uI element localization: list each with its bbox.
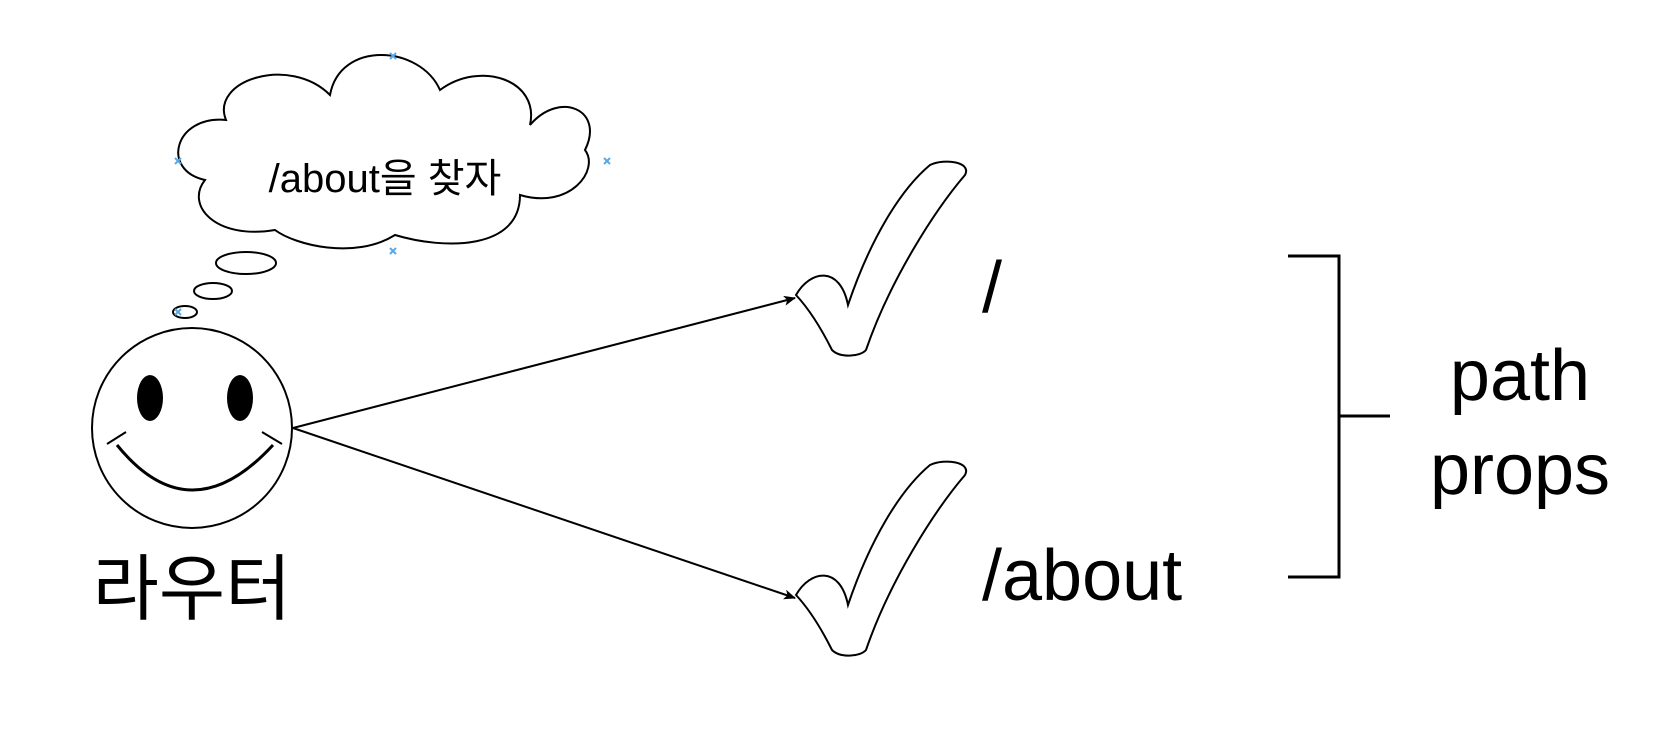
arrow-to-about <box>292 427 796 600</box>
thought-trail <box>172 251 277 319</box>
route-path-root: / <box>982 248 1002 328</box>
thought-cloud: /about을 찾자 <box>174 52 611 255</box>
route-path-about: /about <box>982 536 1182 616</box>
bracket-label-path: path <box>1450 336 1590 416</box>
checkmark-icon <box>794 460 968 657</box>
smiley-face-icon <box>91 327 293 529</box>
cloud-handles <box>174 52 611 255</box>
bracket-label-props: props <box>1430 430 1610 510</box>
arrow-to-root <box>292 295 796 429</box>
router-label: 라우터 <box>93 550 292 630</box>
bracket <box>1288 254 1390 579</box>
thought-text: /about을 찾자 <box>269 157 502 201</box>
checkmark-icon <box>794 160 968 357</box>
